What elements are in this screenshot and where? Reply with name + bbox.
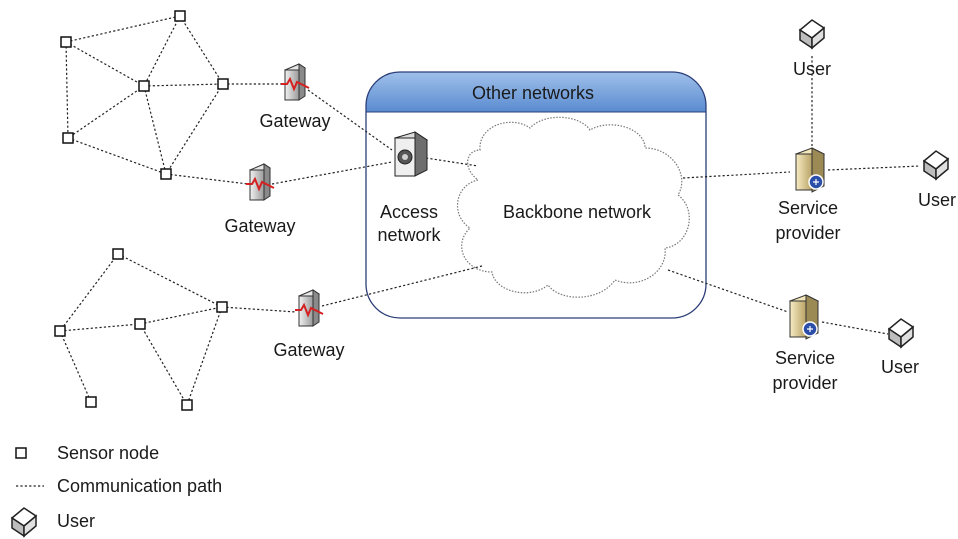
communication-paths [59,15,921,406]
service-provider-icon [794,147,826,193]
sensor-node [85,396,97,408]
legend-user-icon [10,507,38,538]
sensor-node [181,399,193,411]
access-network-label-line2: network [377,225,441,245]
service-provider-label-line1: Service [778,198,838,218]
service-provider-label-line1: Service [775,348,835,368]
gateway-icon [246,163,275,201]
sensor-node [216,301,228,313]
sensor-node [134,318,146,330]
user-icon [887,318,915,349]
service-provider-label-line2: provider [775,223,840,243]
legend: Sensor node Communication path User [10,443,222,538]
sensor-node [62,132,74,144]
legend-sensor-node-icon [15,447,27,459]
gateway-label: Gateway [224,216,295,236]
gateway-icon [281,63,310,101]
access-network-icon [393,131,429,177]
user-label: User [793,59,831,79]
service-provider-icon [788,294,820,340]
sensor-node [54,325,66,337]
sensor-node [112,248,124,260]
legend-user-label: User [57,511,95,531]
sensor-node [160,168,172,180]
legend-communication-path-label: Communication path [57,476,222,496]
user-icon [922,150,950,181]
access-network-label-line1: Access [380,202,438,222]
backbone-cloud: Backbone network [456,116,690,298]
sensor-node [60,36,72,48]
sensor-node [217,78,229,90]
user-label: User [918,190,956,210]
gateway-icon [295,289,324,327]
other-networks-header [366,72,706,112]
sensor-nodes [54,10,229,411]
backbone-network-label: Backbone network [503,202,652,222]
gateway-label: Gateway [273,340,344,360]
service-provider-label-line2: provider [772,373,837,393]
sensor-node [138,80,150,92]
user-icon [798,19,826,50]
other-networks-label: Other networks [472,83,594,103]
legend-sensor-node-label: Sensor node [57,443,159,463]
sensor-node [174,10,186,22]
gateway-label: Gateway [259,111,330,131]
user-label: User [881,357,919,377]
